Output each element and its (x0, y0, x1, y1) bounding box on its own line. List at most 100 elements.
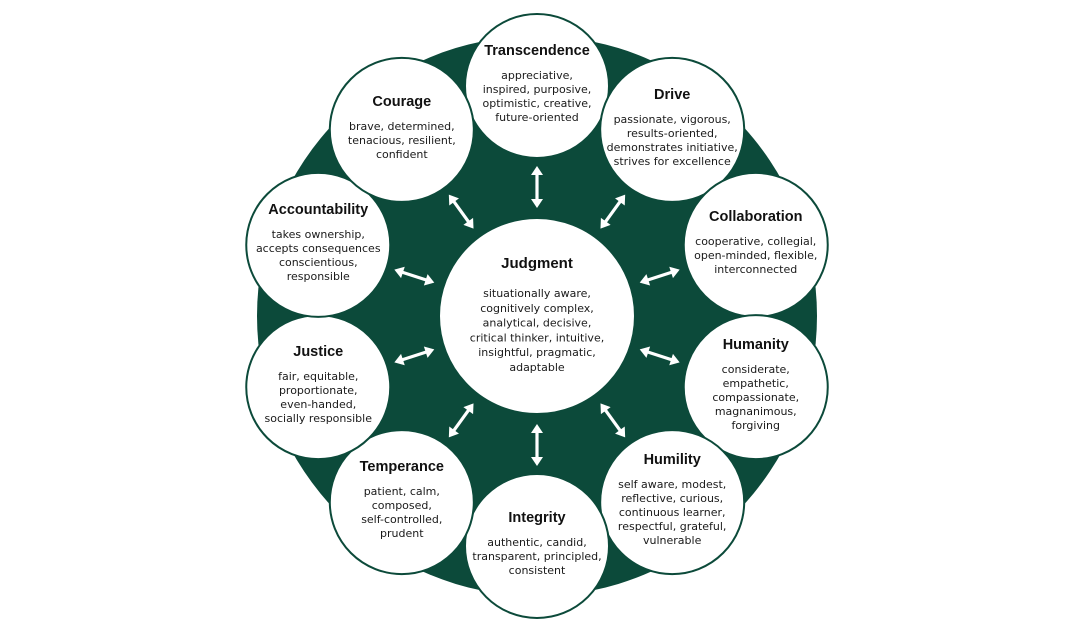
node-title: Drive (654, 87, 690, 103)
arrow-head-outer (448, 426, 459, 438)
arrow-shaft (603, 200, 622, 224)
node-description-line: composed, (372, 499, 432, 512)
node-description-line: forgiving (731, 419, 780, 432)
arrow-humanity (639, 346, 680, 366)
node-description-line: demonstrates initiative, (607, 141, 738, 154)
node-description-line: appreciative, (501, 69, 573, 82)
virtue-nodes: Transcendence appreciative,inspired, purp… (245, 13, 829, 619)
center-description-line: critical thinker, intuitive, (470, 331, 604, 344)
node-circle (464, 473, 610, 619)
arrow-head-inner (463, 403, 474, 415)
arrow-head-outer (531, 166, 543, 175)
node-description-line: takes ownership, (272, 228, 365, 241)
node-title: Humanity (723, 337, 789, 353)
node-description-line: tenacious, resilient, (348, 134, 456, 147)
arrow-humility (600, 403, 626, 438)
node-description-line: inspired, purposive, (483, 83, 592, 96)
node-description-line: conscientious, (279, 256, 358, 269)
node-circle (599, 429, 746, 576)
arrow-integrity (531, 424, 543, 466)
arrow-head-inner (463, 217, 474, 229)
arrow-head-inner (639, 346, 651, 358)
center-circle (438, 217, 636, 415)
node-temperance: Temperance patient, calm,composed,self-co… (328, 429, 475, 576)
arrow-temperance (448, 403, 474, 438)
arrow-head-outer (669, 353, 680, 366)
arrow-justice (394, 346, 435, 366)
node-description-line: results-oriented, (627, 127, 718, 140)
node-title: Temperance (360, 459, 444, 475)
arrow-courage (448, 194, 474, 229)
node-description-line: accepts consequences (256, 242, 381, 255)
arrow-head-outer (531, 457, 543, 466)
node-title: Accountability (268, 202, 368, 218)
node-description-line: interconnected (714, 263, 797, 276)
arrow-drive (600, 194, 626, 229)
node-description-line: empathetic, (723, 377, 789, 390)
arrow-shaft (603, 408, 622, 432)
node-title: Courage (372, 94, 431, 110)
node-circle (328, 56, 475, 203)
center-node-judgment: Judgment situationally aware,cognitively… (438, 217, 636, 415)
arrow-head-outer (615, 194, 626, 206)
node-description-line: consistent (509, 564, 566, 577)
node-description-line: responsible (287, 270, 350, 283)
center-description-line: insightful, pragmatic, (478, 346, 596, 359)
node-description-line: proportionate, (279, 384, 358, 397)
node-title: Justice (293, 344, 343, 360)
node-description-line: future-oriented (495, 111, 578, 124)
arrow-head-inner (423, 346, 435, 358)
arrow-head-inner (639, 274, 651, 286)
node-description-line: compassionate, (712, 391, 799, 404)
node-description-line: brave, determined, (349, 120, 455, 133)
node-circle (682, 314, 829, 461)
center-title: Judgment (501, 255, 573, 272)
arrow-head-outer (615, 426, 626, 438)
arrow-shaft (646, 270, 673, 282)
node-justice: Justice fair, equitable,proportionate,eve… (245, 314, 392, 461)
arrow-shaft (646, 350, 673, 362)
node-description-line: transparent, principled, (472, 550, 601, 563)
center-description-line: analytical, decisive, (483, 317, 592, 330)
node-courage: Courage brave, determined,tenacious, resi… (328, 56, 475, 203)
node-description-line: open-minded, flexible, (694, 249, 817, 262)
center-description-line: adaptable (509, 361, 565, 374)
node-integrity: Integrity authentic, candid,transparent, … (464, 473, 610, 619)
arrow-head-inner (531, 424, 543, 433)
node-description-line: authentic, candid, (487, 536, 586, 549)
node-title: Transcendence (484, 43, 590, 59)
node-description-line: optimistic, creative, (483, 97, 592, 110)
arrow-shaft (401, 350, 428, 362)
node-circle (328, 429, 475, 576)
node-description-line: patient, calm, (364, 485, 440, 498)
node-drive: Drive passionate, vigorous,results-orient… (599, 56, 746, 203)
node-description-line: vulnerable (643, 534, 702, 547)
node-description-line: self-controlled, (361, 513, 442, 526)
node-circle (599, 56, 746, 203)
node-description-line: strives for excellence (614, 155, 731, 168)
node-title: Integrity (508, 510, 565, 526)
node-humanity: Humanity considerate,empathetic,compassio… (682, 314, 829, 461)
node-description-line: reflective, curious, (621, 492, 723, 505)
node-transcendence: Transcendence appreciative,inspired, purp… (464, 13, 610, 159)
node-description-line: passionate, vigorous, (614, 113, 731, 126)
node-description-line: cooperative, collegial, (695, 235, 816, 248)
arrow-collaboration (639, 266, 680, 286)
node-description-line: magnanimous, (715, 405, 797, 418)
node-description-line: continuous learner, (619, 506, 726, 519)
arrow-head-inner (600, 217, 611, 229)
node-description-line: even-handed, (280, 398, 356, 411)
node-description-line: socially responsible (265, 412, 373, 425)
center-description-line: cognitively complex, (480, 302, 594, 315)
arrow-head-outer (394, 266, 405, 279)
node-description-line: respectful, grateful, (618, 520, 727, 533)
node-description-line: fair, equitable, (278, 370, 358, 383)
arrow-head-outer (394, 353, 405, 366)
arrow-head-inner (423, 274, 435, 286)
center-description: situationally aware,cognitively complex,… (470, 287, 604, 374)
node-description-line: prudent (380, 527, 424, 540)
node-description-line: considerate, (722, 363, 790, 376)
